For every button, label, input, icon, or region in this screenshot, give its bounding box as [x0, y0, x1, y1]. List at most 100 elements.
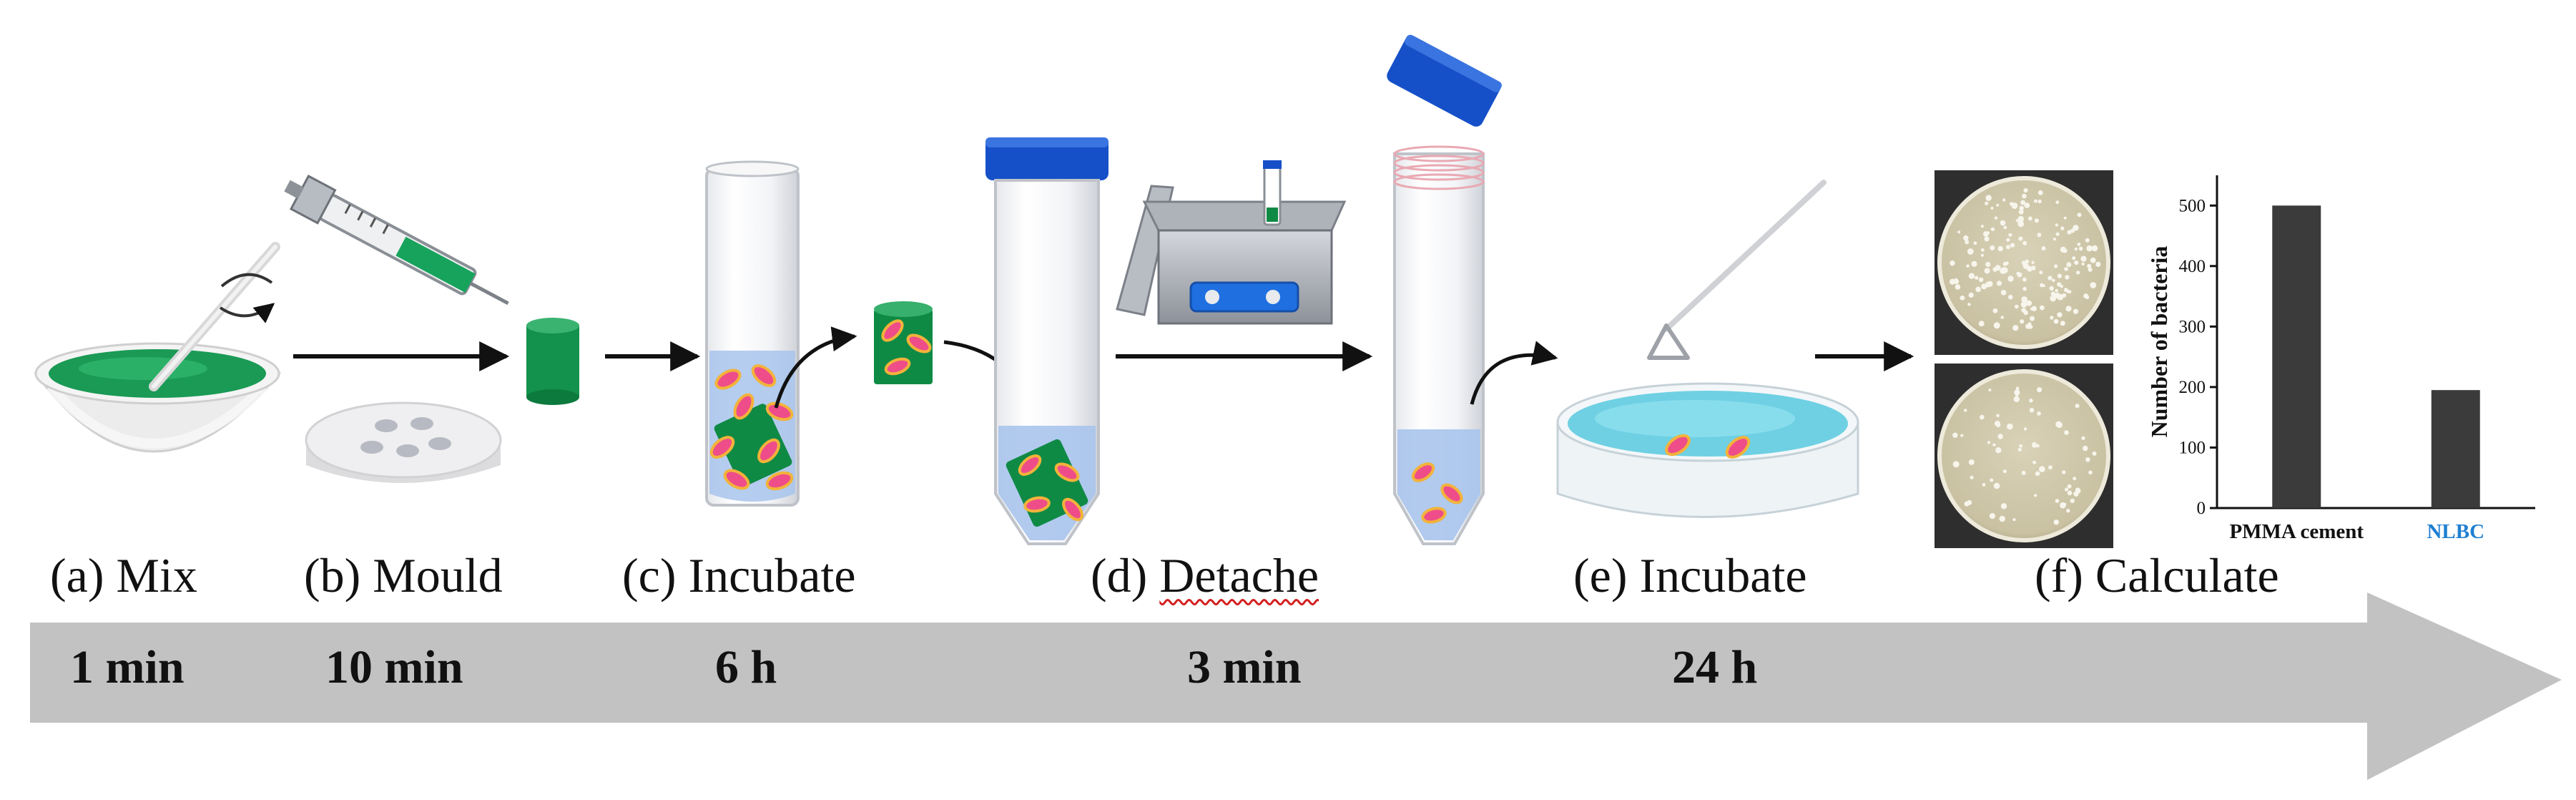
colony-dot [2039, 466, 2045, 472]
colony-dot [2031, 260, 2035, 264]
colony-dot [2012, 518, 2016, 522]
timeline-arrow [30, 592, 2562, 780]
colony-dot [1997, 434, 2003, 439]
colony-dot [1965, 240, 1970, 245]
colony-dot [2021, 260, 2026, 265]
colony-dot [2052, 278, 2055, 283]
colony-dot [2073, 308, 2079, 314]
x-tick-label: NLBC [2427, 520, 2484, 543]
curved-arrow-d-to-e [1470, 341, 1558, 405]
colony-dot [2087, 263, 2092, 268]
y-tick-label: 400 [2179, 257, 2206, 276]
colony-dot [2091, 246, 2095, 250]
colony-dot [1996, 203, 2000, 207]
colony-dot [2070, 498, 2075, 504]
colony-dot [2002, 469, 2007, 474]
duration-detache: 3 min [1187, 641, 1302, 693]
colony-dot [2019, 444, 2022, 448]
colony-dot [1990, 206, 1994, 210]
colony-dot [2002, 262, 2007, 266]
colony-dot [2055, 421, 2063, 428]
colony-dot [2050, 291, 2056, 297]
conical-tube-icon [985, 137, 1108, 545]
colony-dot [1970, 475, 1974, 479]
colony-dot [1955, 284, 1961, 290]
colony-dot [1966, 264, 1970, 268]
colony-dot [1994, 420, 2000, 426]
colony-dot [2065, 306, 2072, 312]
colony-dot [2083, 445, 2088, 452]
colony-dot [2006, 238, 2010, 242]
colony-dot [2049, 286, 2054, 291]
colony-dot [2063, 502, 2067, 506]
bacteria-group [709, 364, 794, 491]
curved-arrow-c [774, 326, 857, 409]
colony-dot [2032, 442, 2037, 448]
colony-dot [1952, 461, 1960, 468]
colony-dot [1987, 441, 1991, 444]
colony-dot [2063, 216, 2067, 220]
colony-dot [2017, 447, 2022, 452]
colony-dot [1990, 478, 1994, 482]
colony-dot [2060, 285, 2063, 288]
colony-dot [2022, 277, 2027, 282]
colony-dot [1980, 414, 1985, 420]
colony-dot [2095, 261, 2101, 267]
colony-dot [2020, 319, 2025, 324]
mould-plate-icon [305, 401, 502, 483]
agar-plate-photo-top [1935, 170, 2113, 355]
colony-dot [2053, 238, 2056, 241]
colony-dot [1964, 501, 1970, 507]
colony-dot [2028, 216, 2032, 221]
colony-dot [1989, 513, 1995, 519]
colony-dot [2053, 264, 2058, 268]
colony-dot [2025, 259, 2030, 264]
colony-dot [2077, 243, 2081, 246]
colony-dot [2034, 494, 2037, 497]
colony-dot [1975, 286, 1981, 293]
colony-dot [1993, 482, 2000, 489]
colony-dot [2090, 257, 2096, 263]
colony-dot [1964, 409, 1967, 412]
colony-dot [2075, 404, 2080, 409]
colony-dot [2037, 199, 2042, 204]
agar-plate-photo-bottom [1935, 364, 2113, 548]
colony-dot [2055, 288, 2058, 293]
colony-dot [1995, 447, 2002, 454]
colony-dot [1968, 459, 1975, 465]
colony-dot [2000, 316, 2004, 319]
colony-dot [2033, 199, 2037, 203]
colony-dot [2037, 233, 2042, 238]
colony-dot [1980, 225, 1984, 228]
colony-dot [1967, 303, 1971, 306]
colony-dot [2024, 203, 2030, 208]
colony-dot [2016, 272, 2020, 275]
bar-pmma-cement [2272, 205, 2321, 508]
colony-dot [2060, 321, 2065, 326]
colony-dot [1960, 296, 1965, 301]
colony-dot [2000, 290, 2007, 296]
colony-dot [2040, 305, 2045, 311]
colony-dot [2054, 293, 2060, 299]
y-tick-label: 0 [2197, 499, 2206, 518]
ultrasonic-bath-icon [1116, 160, 1347, 325]
colony-dot [2037, 387, 2042, 393]
colony-dot [2065, 487, 2069, 492]
colony-dot [1963, 235, 1969, 241]
colony-dot [2050, 295, 2056, 302]
colony-dot [2018, 236, 2023, 241]
colony-dot [1993, 322, 2000, 329]
colony-dot [1980, 253, 1985, 257]
colony-dot [1973, 241, 1977, 245]
colony-dot [2017, 215, 2024, 223]
colony-dot [2086, 245, 2093, 252]
step-label-mould: (b) Mould [304, 548, 503, 603]
colony-dot [2021, 308, 2026, 313]
colony-dot [2081, 436, 2085, 440]
colony-dot [1994, 216, 1998, 220]
y-tick-label: 300 [2179, 317, 2206, 336]
colony-dot [2000, 503, 2007, 509]
colony-dot [2007, 423, 2013, 430]
colony-dot [2027, 265, 2032, 272]
cell-spreader-icon [1647, 180, 1827, 360]
